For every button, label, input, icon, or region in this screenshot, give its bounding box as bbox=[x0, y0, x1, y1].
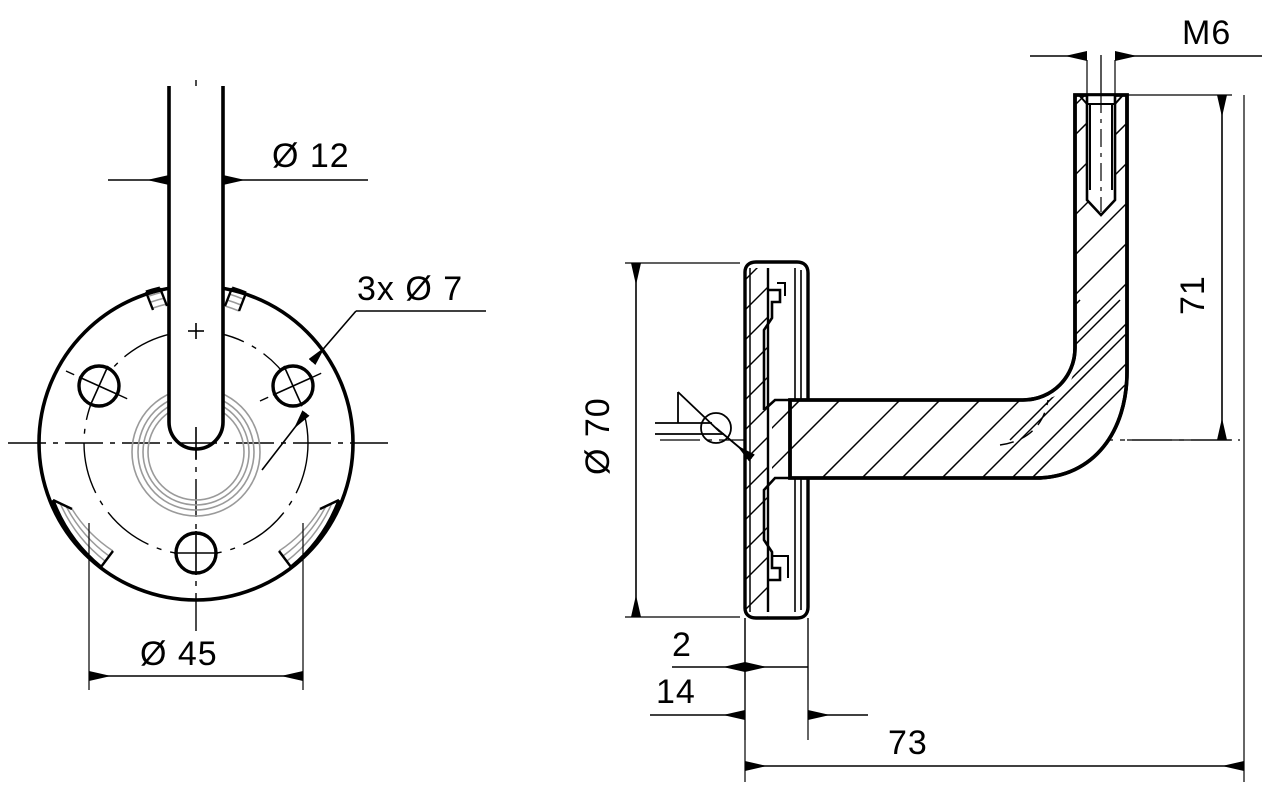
dimension-label-dia-45: Ø 45 bbox=[140, 635, 218, 673]
dimension-label-3x-dia-7: 3x Ø 7 bbox=[357, 270, 463, 308]
tube-stub-outline bbox=[167, 86, 225, 451]
bolt-hole-bottom bbox=[174, 531, 218, 575]
plate-hatching bbox=[745, 268, 768, 618]
bolt-holes bbox=[65, 364, 327, 575]
arm-outline-overlay bbox=[788, 93, 1129, 480]
wall-plate-section bbox=[743, 260, 810, 620]
bolt-circle-center-tick bbox=[188, 323, 204, 339]
tube-center-tick bbox=[180, 427, 212, 459]
surface-finish-symbol bbox=[655, 391, 755, 462]
section-view: Ø 70 71 M6 bbox=[579, 14, 1262, 782]
bolt-hole-upper-left bbox=[65, 364, 133, 408]
bend-radius-guide bbox=[999, 399, 1049, 446]
machining-prohibited-circle-icon bbox=[700, 412, 732, 444]
dimension-m6: M6 bbox=[1030, 14, 1262, 100]
dimension-label-73: 73 bbox=[888, 724, 928, 762]
dimension-holes-3x-dia-7: 3x Ø 7 bbox=[261, 270, 486, 471]
flange-arc-slots bbox=[51, 286, 341, 569]
m6-tapped-hole bbox=[1078, 93, 1124, 217]
dimension-label-71: 71 bbox=[1174, 275, 1212, 315]
dimension-dia-70: Ø 70 bbox=[579, 262, 740, 618]
dimension-73: 73 bbox=[744, 95, 1245, 782]
dimension-dia-12: Ø 12 bbox=[108, 137, 368, 185]
top-view: Ø 12 3x Ø 7 Ø 45 bbox=[8, 80, 486, 690]
dimension-dia-45: Ø 45 bbox=[88, 523, 304, 690]
dimension-71: 71 bbox=[1127, 94, 1232, 441]
dimension-label-dia-70: Ø 70 bbox=[579, 397, 617, 475]
bolt-hole-upper-right bbox=[259, 364, 327, 408]
dimension-label-dia-12: Ø 12 bbox=[272, 137, 350, 175]
dimension-label-14: 14 bbox=[656, 673, 696, 711]
dimension-label-m6: M6 bbox=[1182, 14, 1231, 52]
dimension-label-2: 2 bbox=[672, 626, 692, 664]
